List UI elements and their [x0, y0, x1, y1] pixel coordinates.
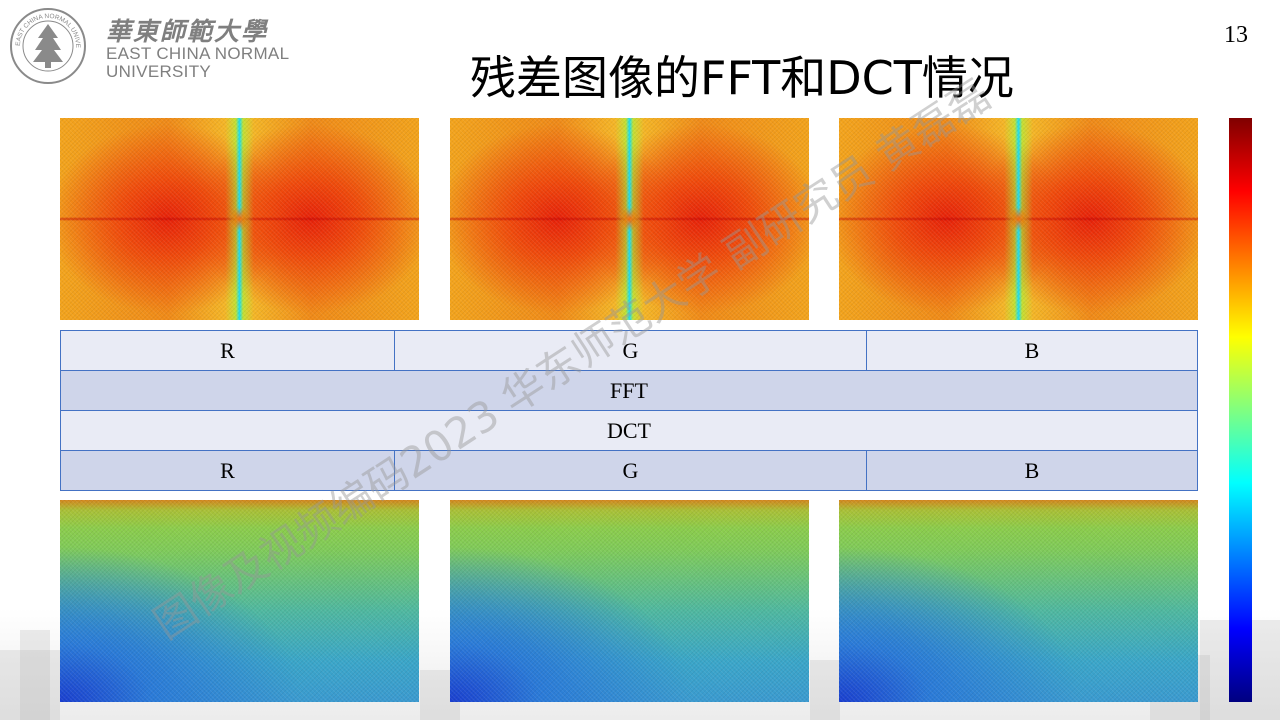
table-row-dct: DCT	[60, 410, 1198, 451]
cell-fft-label: FFT	[60, 370, 1198, 411]
slide-title: 残差图像的FFT和DCT情况	[470, 51, 1014, 105]
logo-english-line1: EAST CHINA NORMAL	[106, 44, 290, 63]
logo-english-line2: UNIVERSITY	[106, 62, 212, 81]
fft-image-r	[60, 118, 419, 320]
seal-icon: EAST CHINA NORMAL UNIVERSITY	[8, 6, 86, 84]
table-row-channels-bottom: R G B	[60, 450, 1198, 491]
dct-image-b	[839, 500, 1198, 702]
page-number: 13	[1224, 22, 1248, 48]
dct-image-r	[60, 500, 419, 702]
cell-channel-r: R	[60, 450, 395, 491]
logo-chinese-name: 華東師範大學	[106, 17, 269, 46]
channel-label-table: R G B FFT DCT R G B	[60, 330, 1198, 491]
cell-channel-b: B	[866, 450, 1198, 491]
fft-image-b	[839, 118, 1198, 320]
cell-channel-r: R	[60, 330, 395, 371]
table-row-channels-top: R G B	[60, 330, 1198, 371]
cell-channel-g: G	[394, 330, 867, 371]
fft-image-g	[450, 118, 809, 320]
colorbar	[1229, 118, 1252, 702]
table-row-fft: FFT	[60, 370, 1198, 411]
university-logo: EAST CHINA NORMAL UNIVERSITY 華東師範大學 EAST…	[8, 6, 298, 86]
cell-channel-b: B	[866, 330, 1198, 371]
cell-dct-label: DCT	[60, 410, 1198, 451]
cell-channel-g: G	[394, 450, 867, 491]
dct-image-g	[450, 500, 809, 702]
